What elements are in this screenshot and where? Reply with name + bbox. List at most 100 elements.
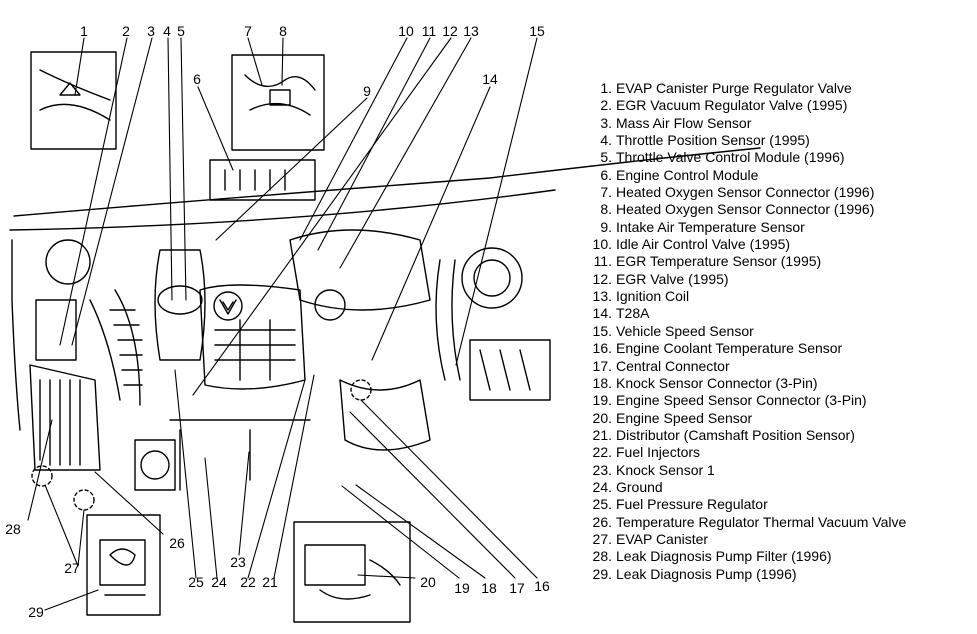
- legend-item-number: 6.: [600, 166, 612, 183]
- reservoir-cap: [45, 239, 91, 285]
- battery-ribs: [39, 379, 81, 466]
- legend-item: 27.EVAP Canister: [586, 531, 971, 548]
- legend-item-number: 2.: [600, 97, 612, 114]
- legend-item: 8.Heated Oxygen Sensor Connector (1996): [586, 201, 971, 218]
- maf-housing: [154, 249, 206, 361]
- callout-15: 15: [529, 23, 545, 39]
- legend-item-label: Heated Oxygen Sensor Connector (1996): [616, 184, 875, 201]
- legend-item: 18.Knock Sensor Connector (3-Pin): [586, 375, 971, 392]
- legend-item: 21.Distributor (Camshaft Position Sensor…: [586, 427, 971, 444]
- legend-item-number: 28.: [592, 548, 612, 565]
- callout-7: 7: [244, 23, 252, 39]
- windshield-line: [13, 147, 761, 217]
- legend-item-number: 20.: [592, 409, 612, 426]
- throttle-body: [157, 285, 203, 315]
- legend-item-label: Central Connector: [616, 357, 730, 374]
- legend-item: 17.Central Connector: [586, 358, 971, 375]
- callout-19: 19: [454, 580, 470, 596]
- legend-item: 23.Knock Sensor 1: [586, 462, 971, 479]
- callout-16: 16: [534, 578, 550, 594]
- legend-item-number: 29.: [592, 565, 612, 582]
- hose-ribs: [109, 309, 143, 386]
- callout-20: 20: [420, 574, 436, 590]
- dashed-marker-canister: [73, 489, 95, 511]
- legend-item-number: 8.: [600, 201, 612, 218]
- legend-item-label: Engine Speed Sensor Connector (3-Pin): [616, 392, 867, 409]
- legend-item: 7.Heated Oxygen Sensor Connector (1996): [586, 184, 971, 201]
- callout-21: 21: [262, 574, 278, 590]
- legend-item-label: Leak Diagnosis Pump (1996): [616, 565, 797, 582]
- callout-29: 29: [28, 604, 44, 620]
- callout-27: 27: [64, 560, 80, 576]
- callout-18: 18: [481, 580, 497, 596]
- legend-item: 2.EGR Vacuum Regulator Valve (1995): [586, 97, 971, 114]
- leak-pump-filter-body: [35, 299, 77, 361]
- callout-5: 5: [177, 23, 185, 39]
- legend-item-number: 24.: [592, 478, 612, 495]
- callout-2: 2: [122, 23, 130, 39]
- legend-item-label: Temperature Regulator Thermal Vacuum Val…: [616, 513, 907, 530]
- manifold-ribs: [214, 319, 296, 381]
- battery-body: [29, 364, 101, 471]
- legend-item-number: 9.: [600, 218, 612, 235]
- legend-item-number: 3.: [600, 114, 612, 131]
- legend-item-label: Knock Sensor Connector (3-Pin): [616, 374, 818, 391]
- legend-item: 26.Temperature Regulator Thermal Vacuum …: [586, 514, 971, 531]
- dashed-marker-filter: [31, 465, 53, 487]
- legend-item: 10.Idle Air Control Valve (1995): [586, 236, 971, 253]
- dashed-marker-coolant-sensor: [350, 379, 372, 401]
- legend-item: 11.EGR Temperature Sensor (1995): [586, 253, 971, 270]
- legend-item: 14.T28A: [586, 305, 971, 322]
- engine-lower-block: [339, 379, 431, 451]
- legend-item-label: Fuel Injectors: [616, 444, 701, 461]
- legend-item-number: 21.: [592, 426, 612, 443]
- callout-22: 22: [240, 574, 256, 590]
- callout-12: 12: [442, 23, 458, 39]
- callout-4: 4: [163, 23, 171, 39]
- legend-item: 5.Throttle Valve Control Module (1996): [586, 149, 971, 166]
- legend-item: 1.EVAP Canister Purge Regulator Valve: [586, 80, 971, 97]
- callout-13: 13: [463, 23, 479, 39]
- alternator-pulley: [140, 450, 170, 480]
- inset-speed-sensor-detail: [304, 544, 401, 600]
- legend-item: 6.Engine Control Module: [586, 167, 971, 184]
- legend-item-label: Throttle Valve Control Module (1996): [616, 149, 845, 166]
- legend-item-number: 19.: [592, 392, 612, 409]
- legend-item-number: 18.: [592, 374, 612, 391]
- legend-item-number: 7.: [600, 184, 612, 201]
- air-intake-hose: [89, 289, 141, 406]
- legend-item: 3.Mass Air Flow Sensor: [586, 115, 971, 132]
- legend-item-label: Ground: [616, 478, 663, 495]
- legend-item: 24.Ground: [586, 479, 971, 496]
- legend-item-label: Throttle Position Sensor (1995): [616, 132, 810, 149]
- callout-14: 14: [482, 71, 498, 87]
- legend-item-label: Distributor (Camshaft Position Sensor): [616, 426, 855, 443]
- distributor-wires: [435, 259, 461, 381]
- valve-cover: [289, 229, 431, 311]
- inset-box-speed-sensor: [293, 521, 411, 623]
- callout-6: 6: [193, 71, 201, 87]
- legend-item: 12.EGR Valve (1995): [586, 271, 971, 288]
- legend-item: 13.Ignition Coil: [586, 288, 971, 305]
- callout-11: 11: [422, 23, 437, 39]
- alternator: [134, 439, 176, 491]
- legend-item-number: 14.: [592, 305, 612, 322]
- vw-logo-mark: [219, 299, 237, 315]
- callout-24: 24: [211, 574, 227, 590]
- legend-item: 19.Engine Speed Sensor Connector (3-Pin): [586, 392, 971, 409]
- inset-oxygen-detail: [244, 74, 316, 116]
- vw-logo: [213, 291, 243, 321]
- callout-9: 9: [363, 83, 371, 99]
- legend-item-number: 26.: [592, 513, 612, 530]
- legend-item-label: Engine Coolant Temperature Sensor: [616, 340, 843, 357]
- legend-item-label: Mass Air Flow Sensor: [616, 114, 752, 131]
- tray-hatch: [479, 349, 531, 391]
- inset-box-leak-pump: [86, 514, 161, 616]
- inset-box-oxygen-connectors: [231, 54, 325, 151]
- callout-17: 17: [509, 580, 525, 596]
- legend-item-number: 25.: [592, 496, 612, 513]
- lower-frame: [169, 419, 311, 491]
